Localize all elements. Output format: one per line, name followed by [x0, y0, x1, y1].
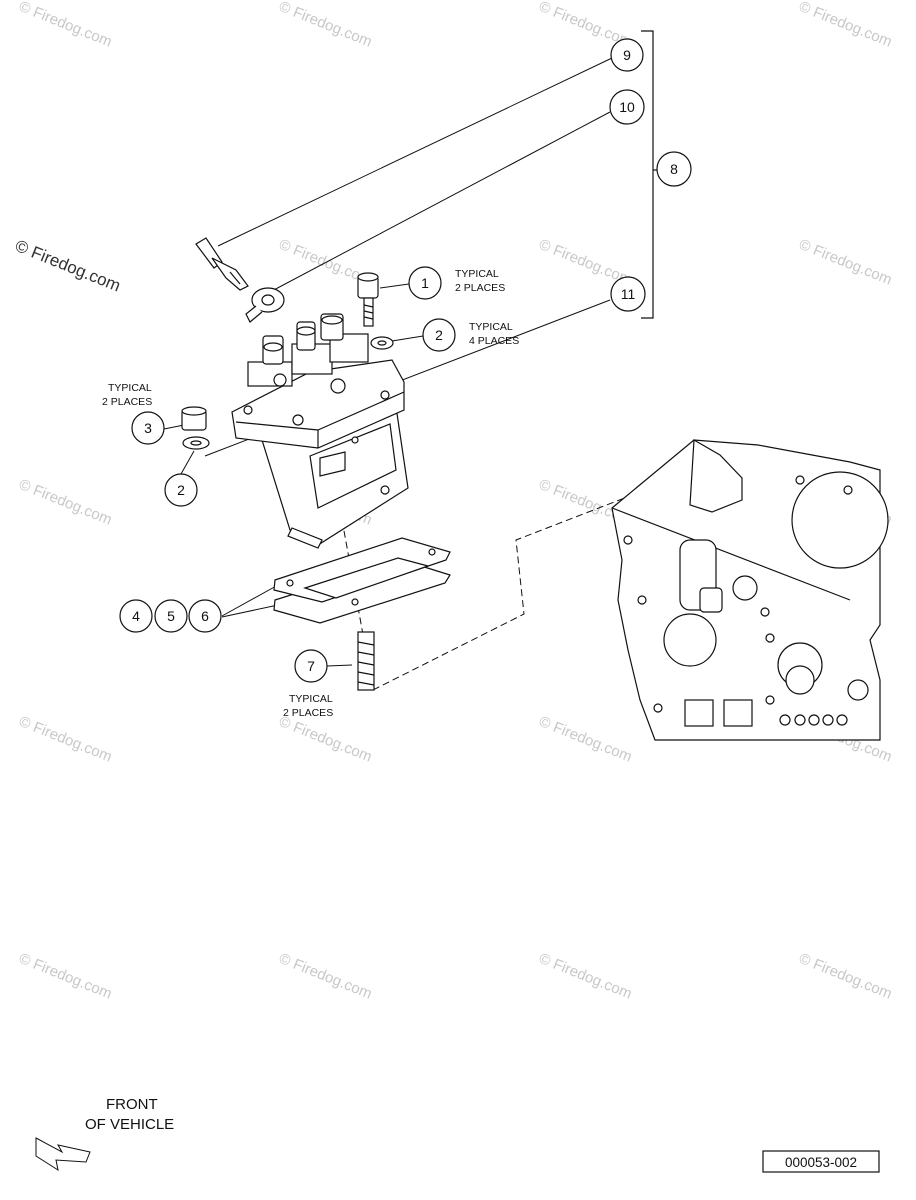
callout-number: 1 [421, 275, 429, 291]
watermark: © Firedog.com [537, 950, 635, 1003]
callout-7: 7 [294, 649, 328, 683]
callout-11: 11 [610, 276, 646, 312]
nut [181, 406, 207, 431]
callout-9: 9 [610, 38, 644, 72]
front-label-line1: FRONT [106, 1096, 158, 1113]
callout-2: 2 [422, 318, 456, 352]
watermark: © Firedog.com [17, 476, 115, 529]
callout-number: 4 [132, 608, 140, 624]
watermark: © Firedog.com [17, 950, 115, 1003]
watermark: © Firedog.com [797, 950, 895, 1003]
engine-block [611, 438, 889, 741]
drawing-number: 000053-002 [785, 1155, 857, 1170]
watermark: © Firedog.com [277, 950, 375, 1003]
callout-10: 10 [609, 89, 645, 125]
watermark: © Firedog.com [797, 236, 895, 289]
callout-4: 4 [119, 599, 153, 633]
front-label-line2: OF VEHICLE [85, 1116, 174, 1133]
stud [357, 631, 375, 691]
callout-number: 5 [167, 608, 175, 624]
callout-6: 6 [188, 599, 222, 633]
front-of-vehicle: FRONT OF VEHICLE [35, 1096, 174, 1172]
callout-3: 3 [131, 411, 165, 445]
callout-number: 3 [144, 420, 152, 436]
drawing-number-box: 000053-002 [762, 1150, 880, 1173]
callout-number: 8 [670, 161, 678, 177]
note-2-places: 2 PLACES [102, 396, 152, 408]
callouts: 9 10 8 1 2 11 3 2 [119, 38, 692, 683]
washer [370, 336, 394, 350]
socket-head-bolt [357, 272, 379, 327]
callout-number: 2 [435, 327, 443, 343]
callout-1: 1 [408, 266, 442, 300]
watermark: © Firedog.com [17, 713, 115, 766]
note-2-places: 2 PLACES [283, 707, 333, 719]
watermark: © Firedog.com [277, 0, 375, 51]
note-typical: TYPICAL [455, 268, 499, 280]
injection-pump [231, 313, 409, 549]
callout-2: 2 [164, 473, 198, 507]
washer [182, 436, 210, 450]
callout-8: 8 [656, 151, 692, 187]
watermark-main: © Firedog.com [13, 236, 124, 295]
watermark: © Firedog.com [797, 0, 895, 51]
note-typical: TYPICAL [108, 382, 152, 394]
note-typical: TYPICAL [469, 321, 513, 333]
banjo-fitting [245, 287, 285, 323]
assembly-bracket [641, 30, 654, 319]
notes: TYPICAL 2 PLACES TYPICAL 4 PLACES TYPICA… [102, 268, 519, 719]
watermark: © Firedog.com [17, 0, 115, 51]
callout-5: 5 [154, 599, 188, 633]
note-4-places: 4 PLACES [469, 335, 519, 347]
note-typical: TYPICAL [289, 693, 333, 705]
gasket-set [273, 537, 451, 624]
callout-number: 2 [177, 482, 185, 498]
callout-number: 11 [621, 286, 636, 302]
front-arrow-icon [35, 1137, 91, 1172]
note-2-places: 2 PLACES [455, 282, 505, 294]
callout-number: 7 [307, 658, 315, 674]
banjo-bolt [195, 237, 249, 291]
watermark: © Firedog.com [537, 713, 635, 766]
alignment-dashed-line [372, 439, 698, 691]
watermark: © Firedog.com [277, 713, 375, 766]
callout-number: 10 [619, 99, 635, 115]
callout-number: 9 [623, 47, 631, 63]
callout-number: 6 [201, 608, 209, 624]
